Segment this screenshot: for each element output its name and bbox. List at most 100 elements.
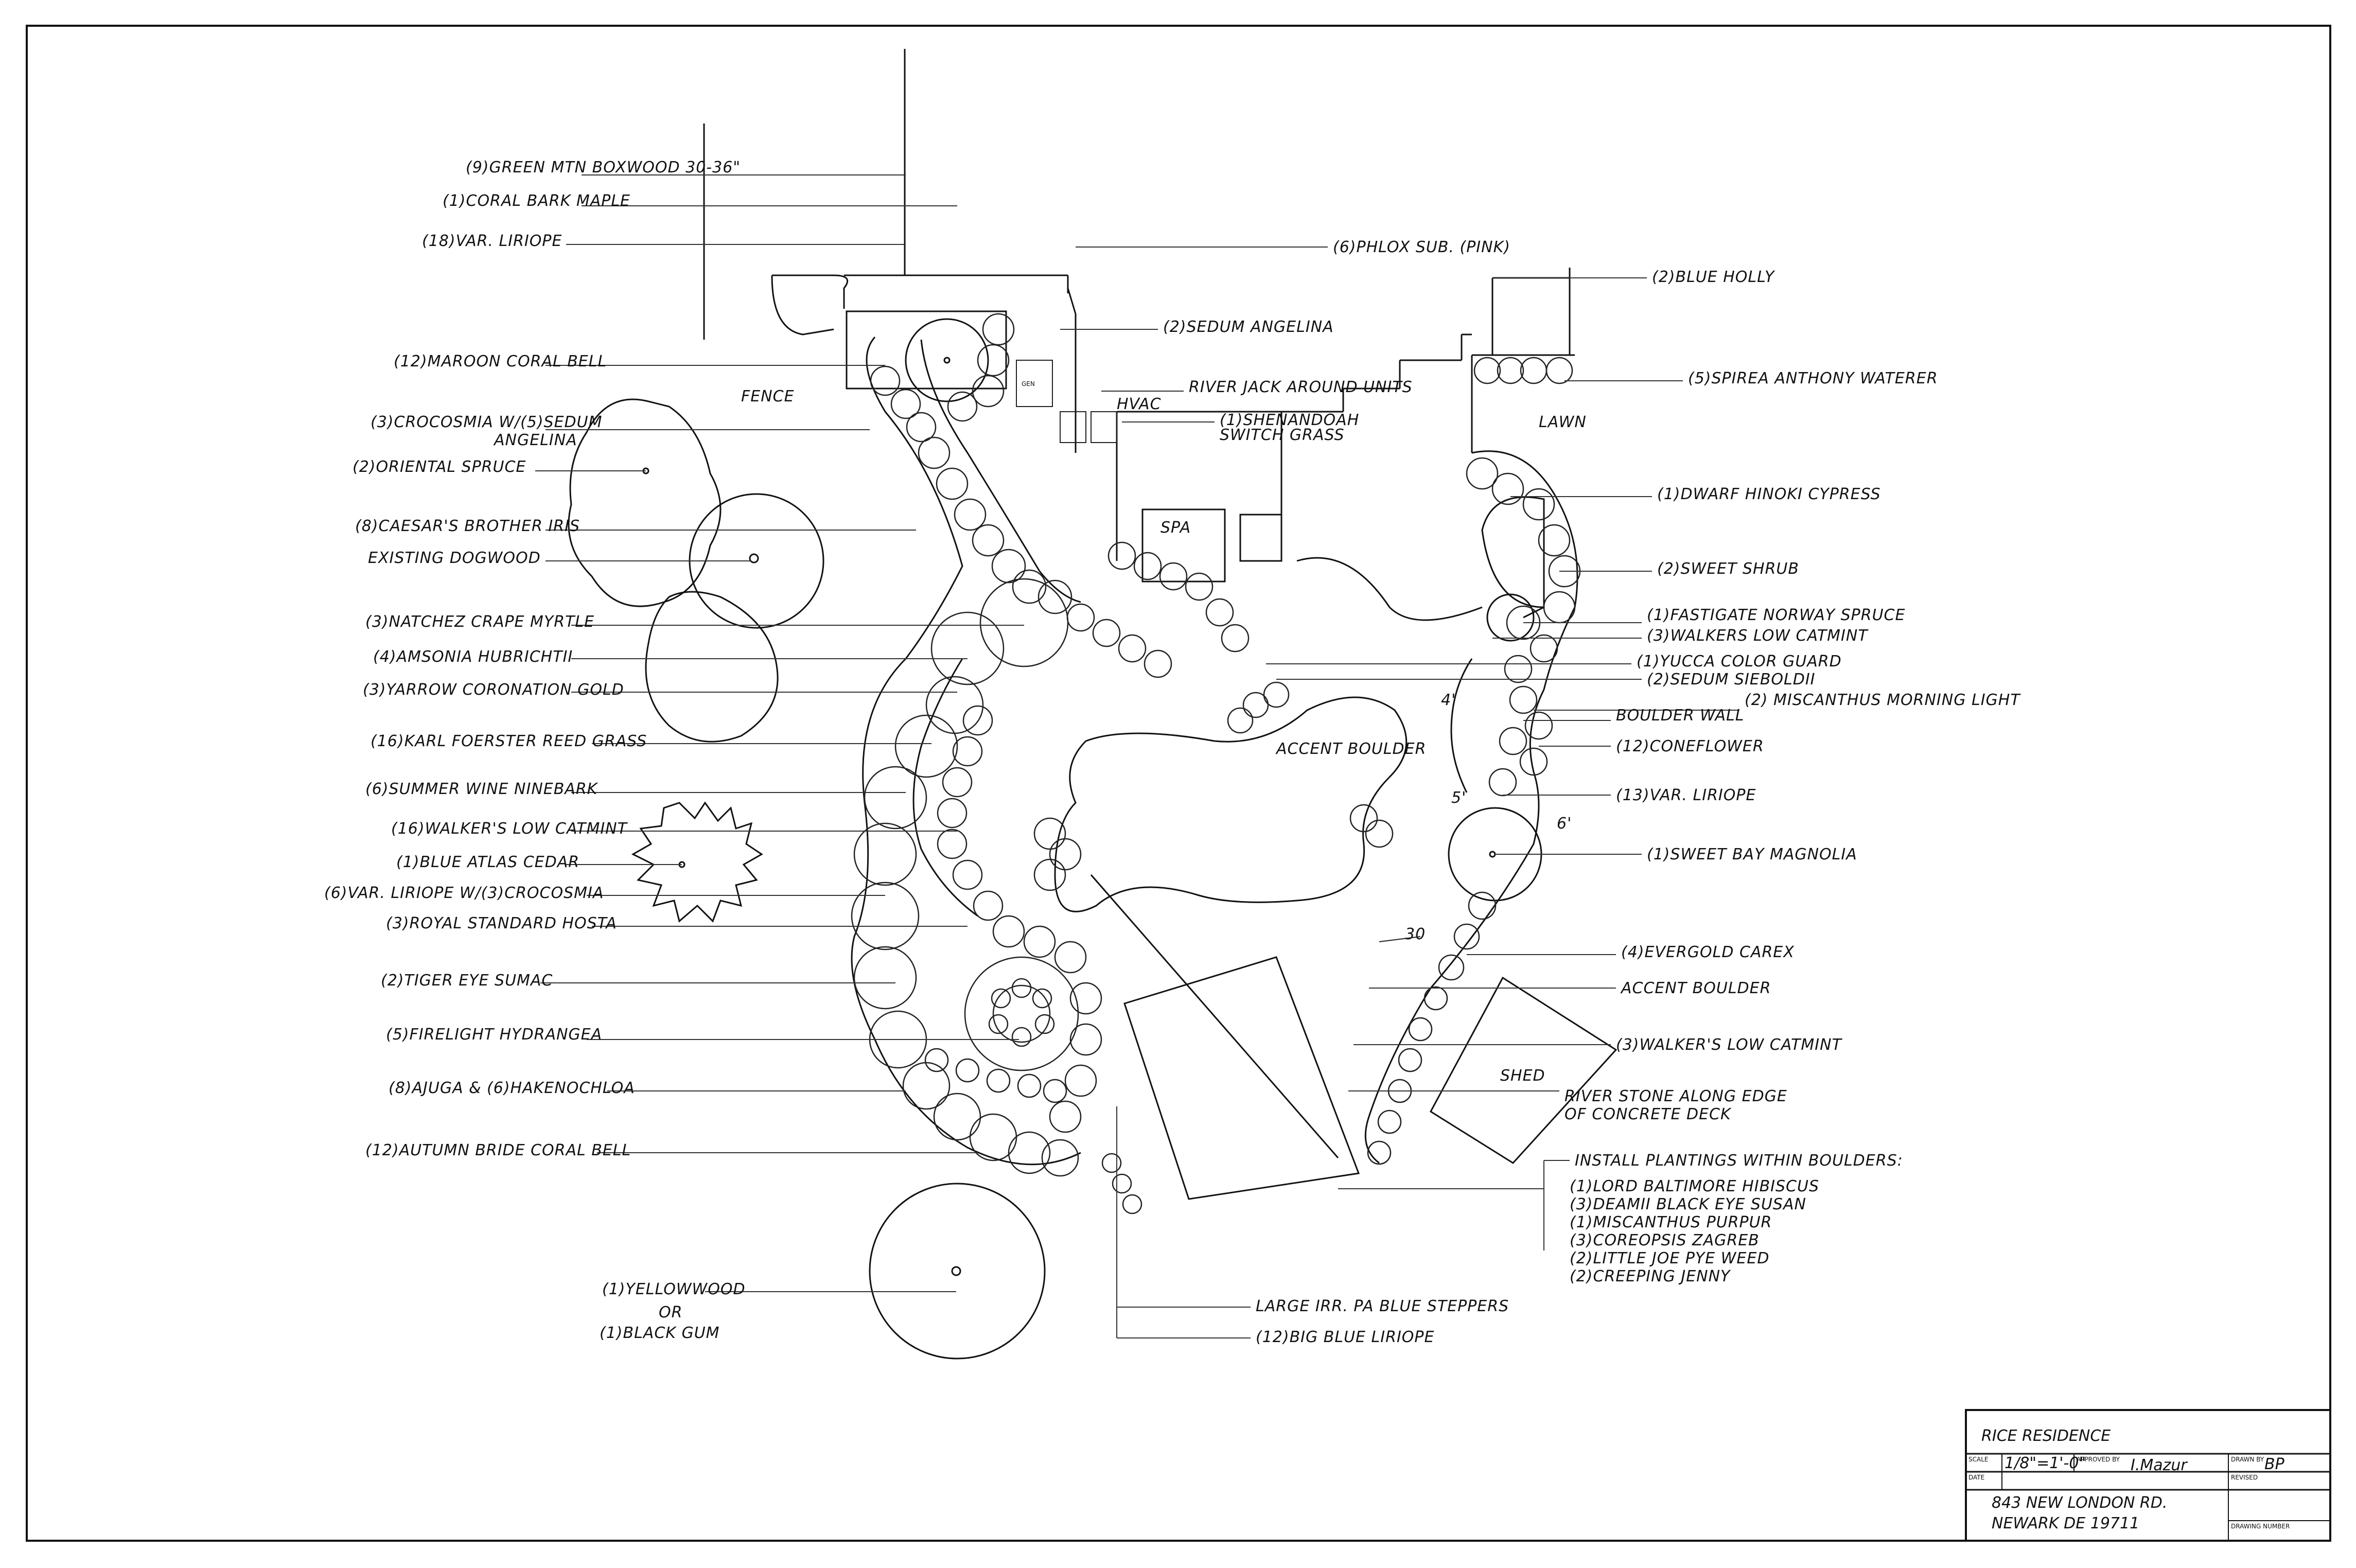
label-norway-spruce: (1)FASTIGATE NORWAY SPRUCE xyxy=(1647,606,1905,624)
label-sweet-bay: (1)SWEET BAY MAGNOLIA xyxy=(1647,845,1857,864)
label-joe-pye: (2)LITTLE JOE PYE WEED xyxy=(1570,1249,1769,1267)
accent-boulder-label-center: ACCENT BOULDER xyxy=(1275,740,1426,758)
label-reed-grass: (16)KARL FOERSTER REED GRASS xyxy=(371,732,647,750)
label-var-liriope-crocosmia: (6)VAR. LIRIOPE W/(3)CROCOSMIA xyxy=(324,884,604,902)
right-labels: (6)PHLOX SUB. (PINK) (2)SEDUM ANGELINA R… xyxy=(1163,238,2021,1285)
label-caesars-iris: (8)CAESAR'S BROTHER IRIS xyxy=(355,517,580,535)
hvac-label: HVAC xyxy=(1117,395,1162,413)
stepper-panel xyxy=(1090,874,1360,1200)
label-maroon-coral-bell: (12)MAROON CORAL BELL xyxy=(394,353,607,371)
tree-blue-atlas-cedar xyxy=(631,801,763,923)
shrub-clusters xyxy=(851,313,1581,1214)
label-existing-dogwood: EXISTING DOGWOOD xyxy=(368,549,541,567)
label-autumn-bride: (12)AUTUMN BRIDE CORAL BELL xyxy=(365,1141,631,1159)
label-var-liriope: (18)VAR. LIRIOPE xyxy=(422,232,562,250)
leader-lines-right xyxy=(1060,246,1739,1338)
title-scale-label: SCALE xyxy=(1968,1456,1988,1463)
label-steppers: LARGE IRR. PA BLUE STEPPERS xyxy=(1256,1297,1509,1315)
label-install-plantings: INSTALL PLANTINGS WITHIN BOULDERS: xyxy=(1575,1152,1903,1170)
label-var-liriope-right: (13)VAR. LIRIOPE xyxy=(1616,786,1756,804)
label-or: OR xyxy=(659,1303,682,1322)
gen-label: GEN xyxy=(1022,380,1035,387)
sheet-border xyxy=(26,25,2331,1542)
label-evergold-carex: (4)EVERGOLD CAREX xyxy=(1621,943,1795,961)
label-river-jack: RIVER JACK AROUND UNITS xyxy=(1189,378,1413,396)
title-address-1: 843 NEW LONDON RD. xyxy=(1992,1494,2167,1512)
title-date-label: DATE xyxy=(1968,1474,1984,1481)
label-amsonia: (4)AMSONIA HUBRICHTII xyxy=(373,648,573,666)
dim-6: 6' xyxy=(1557,815,1572,833)
leader-lines-left xyxy=(535,174,1024,1292)
title-block xyxy=(1965,1409,2331,1542)
label-boulder-wall: BOULDER WALL xyxy=(1616,707,1744,725)
tree-yellowwood xyxy=(869,1183,1046,1360)
label-sedum-sieboldii: (2)SEDUM SIEBOLDII xyxy=(1647,671,1816,689)
label-black-eye-susan: (3)DEAMII BLACK EYE SUSAN xyxy=(1570,1195,1806,1213)
label-concrete-deck: OF CONCRETE DECK xyxy=(1564,1105,1732,1123)
generator-box xyxy=(1016,360,1053,407)
title-revised-label: REVISED xyxy=(2231,1474,2258,1481)
title-drawn-label: DRAWN BY xyxy=(2231,1456,2264,1463)
left-labels: (9)GREEN MTN BOXWOOD 30-36" (1)CORAL BAR… xyxy=(324,158,746,1342)
label-coreopsis: (3)COREOPSIS ZAGREB xyxy=(1570,1231,1760,1249)
dim-5: 5' xyxy=(1451,789,1466,807)
label-walkers-catmint-right: (3)WALKERS LOW CATMINT xyxy=(1647,627,1869,645)
title-approved: I.Mazur xyxy=(2131,1456,2188,1474)
label-firelight-hydrangea: (5)FIRELIGHT HYDRANGEA xyxy=(386,1026,602,1044)
label-black-gum: (1)BLACK GUM xyxy=(600,1324,720,1342)
label-ninebark: (6)SUMMER WINE NINEBARK xyxy=(365,780,599,798)
planting-bed-east xyxy=(1364,450,1578,1164)
label-boxwood: (9)GREEN MTN BOXWOOD 30-36" xyxy=(466,158,741,177)
house-outline xyxy=(703,49,1575,562)
label-blue-atlas-cedar: (1)BLUE ATLAS CEDAR xyxy=(396,853,579,871)
label-tiger-eye-sumac: (2)TIGER EYE SUMAC xyxy=(381,972,553,990)
label-creeping-jenny: (2)CREEPING JENNY xyxy=(1570,1267,1731,1285)
title-scale: 1/8"=1'-0" xyxy=(2005,1454,2086,1472)
label-coneflower: (12)CONEFLOWER xyxy=(1616,737,1764,755)
spa-pad xyxy=(1141,508,1226,583)
lawn-label: LAWN xyxy=(1539,413,1587,431)
label-miscanthus: (2) MISCANTHUS MORNING LIGHT xyxy=(1745,691,2021,709)
label-sweet-shrub: (2)SWEET SHRUB xyxy=(1657,560,1799,578)
label-hibiscus: (1)LORD BALTIMORE HIBISCUS xyxy=(1570,1177,1819,1195)
pool-outline xyxy=(1054,696,1408,912)
planting-bed-west xyxy=(851,337,1081,1166)
tree-crape-myrtle xyxy=(645,591,779,743)
shed xyxy=(1430,976,1617,1164)
label-angelina: ANGELINA xyxy=(493,431,577,449)
fence-label: FENCE xyxy=(741,387,795,406)
label-switch-grass: SWITCH GRASS xyxy=(1220,426,1345,444)
circular-feature xyxy=(964,956,1079,1071)
label-hosta: (3)ROYAL STANDARD HOSTA xyxy=(386,914,617,932)
label-oriental-spruce: (2)ORIENTAL SPRUCE xyxy=(353,458,526,476)
label-phlox: (6)PHLOX SUB. (PINK) xyxy=(1333,238,1510,256)
label-blue-holly: (2)BLUE HOLLY xyxy=(1652,268,1775,286)
tree-dwarf-hinoki xyxy=(1486,593,1535,642)
title-address-2: NEWARK DE 19711 xyxy=(1992,1514,2139,1532)
label-yellowwood: (1)YELLOWWOOD xyxy=(602,1280,746,1298)
label-yucca: (1)YUCCA COLOR GUARD xyxy=(1637,653,1842,671)
hvac-units xyxy=(1060,411,1117,443)
shed-label: SHED xyxy=(1500,1067,1545,1085)
concrete-deck xyxy=(1296,496,1545,621)
label-shenandoah: (1)SHENANDOAH xyxy=(1220,411,1359,429)
title-drawn: BP xyxy=(2264,1455,2285,1473)
label-crape-myrtle: (3)NATCHEZ CRAPE MYRTLE xyxy=(365,613,594,631)
dim-30: 30 xyxy=(1405,925,1426,943)
label-accent-boulder: ACCENT BOULDER xyxy=(1620,979,1771,997)
label-walkers-catmint-left: (16)WALKER'S LOW CATMINT xyxy=(391,820,628,838)
spa-label: SPA xyxy=(1161,519,1191,537)
label-big-blue-liriope: (12)BIG BLUE LIRIOPE xyxy=(1256,1328,1434,1346)
title-approved-label: APPROVED BY xyxy=(2077,1456,2120,1463)
title-project: RICE RESIDENCE xyxy=(1981,1427,2111,1445)
tree-coral-bark-maple xyxy=(905,318,989,402)
dim-line xyxy=(1379,936,1421,942)
label-dwarf-hinoki: (1)DWARF HINOKI CYPRESS xyxy=(1657,485,1881,503)
label-miscanthus-purpur: (1)MISCANTHUS PURPUR xyxy=(1570,1213,1772,1231)
label-river-stone: RIVER STONE ALONG EDGE xyxy=(1564,1087,1787,1105)
label-coral-bark-maple: (1)CORAL BARK MAPLE xyxy=(443,192,630,210)
label-spirea: (5)SPIREA ANTHONY WATERER xyxy=(1688,369,1938,387)
label-yarrow: (3)YARROW CORONATION GOLD xyxy=(363,681,624,699)
label-ajuga: (8)AJUGA & (6)HAKENOCHLOA xyxy=(389,1079,635,1097)
